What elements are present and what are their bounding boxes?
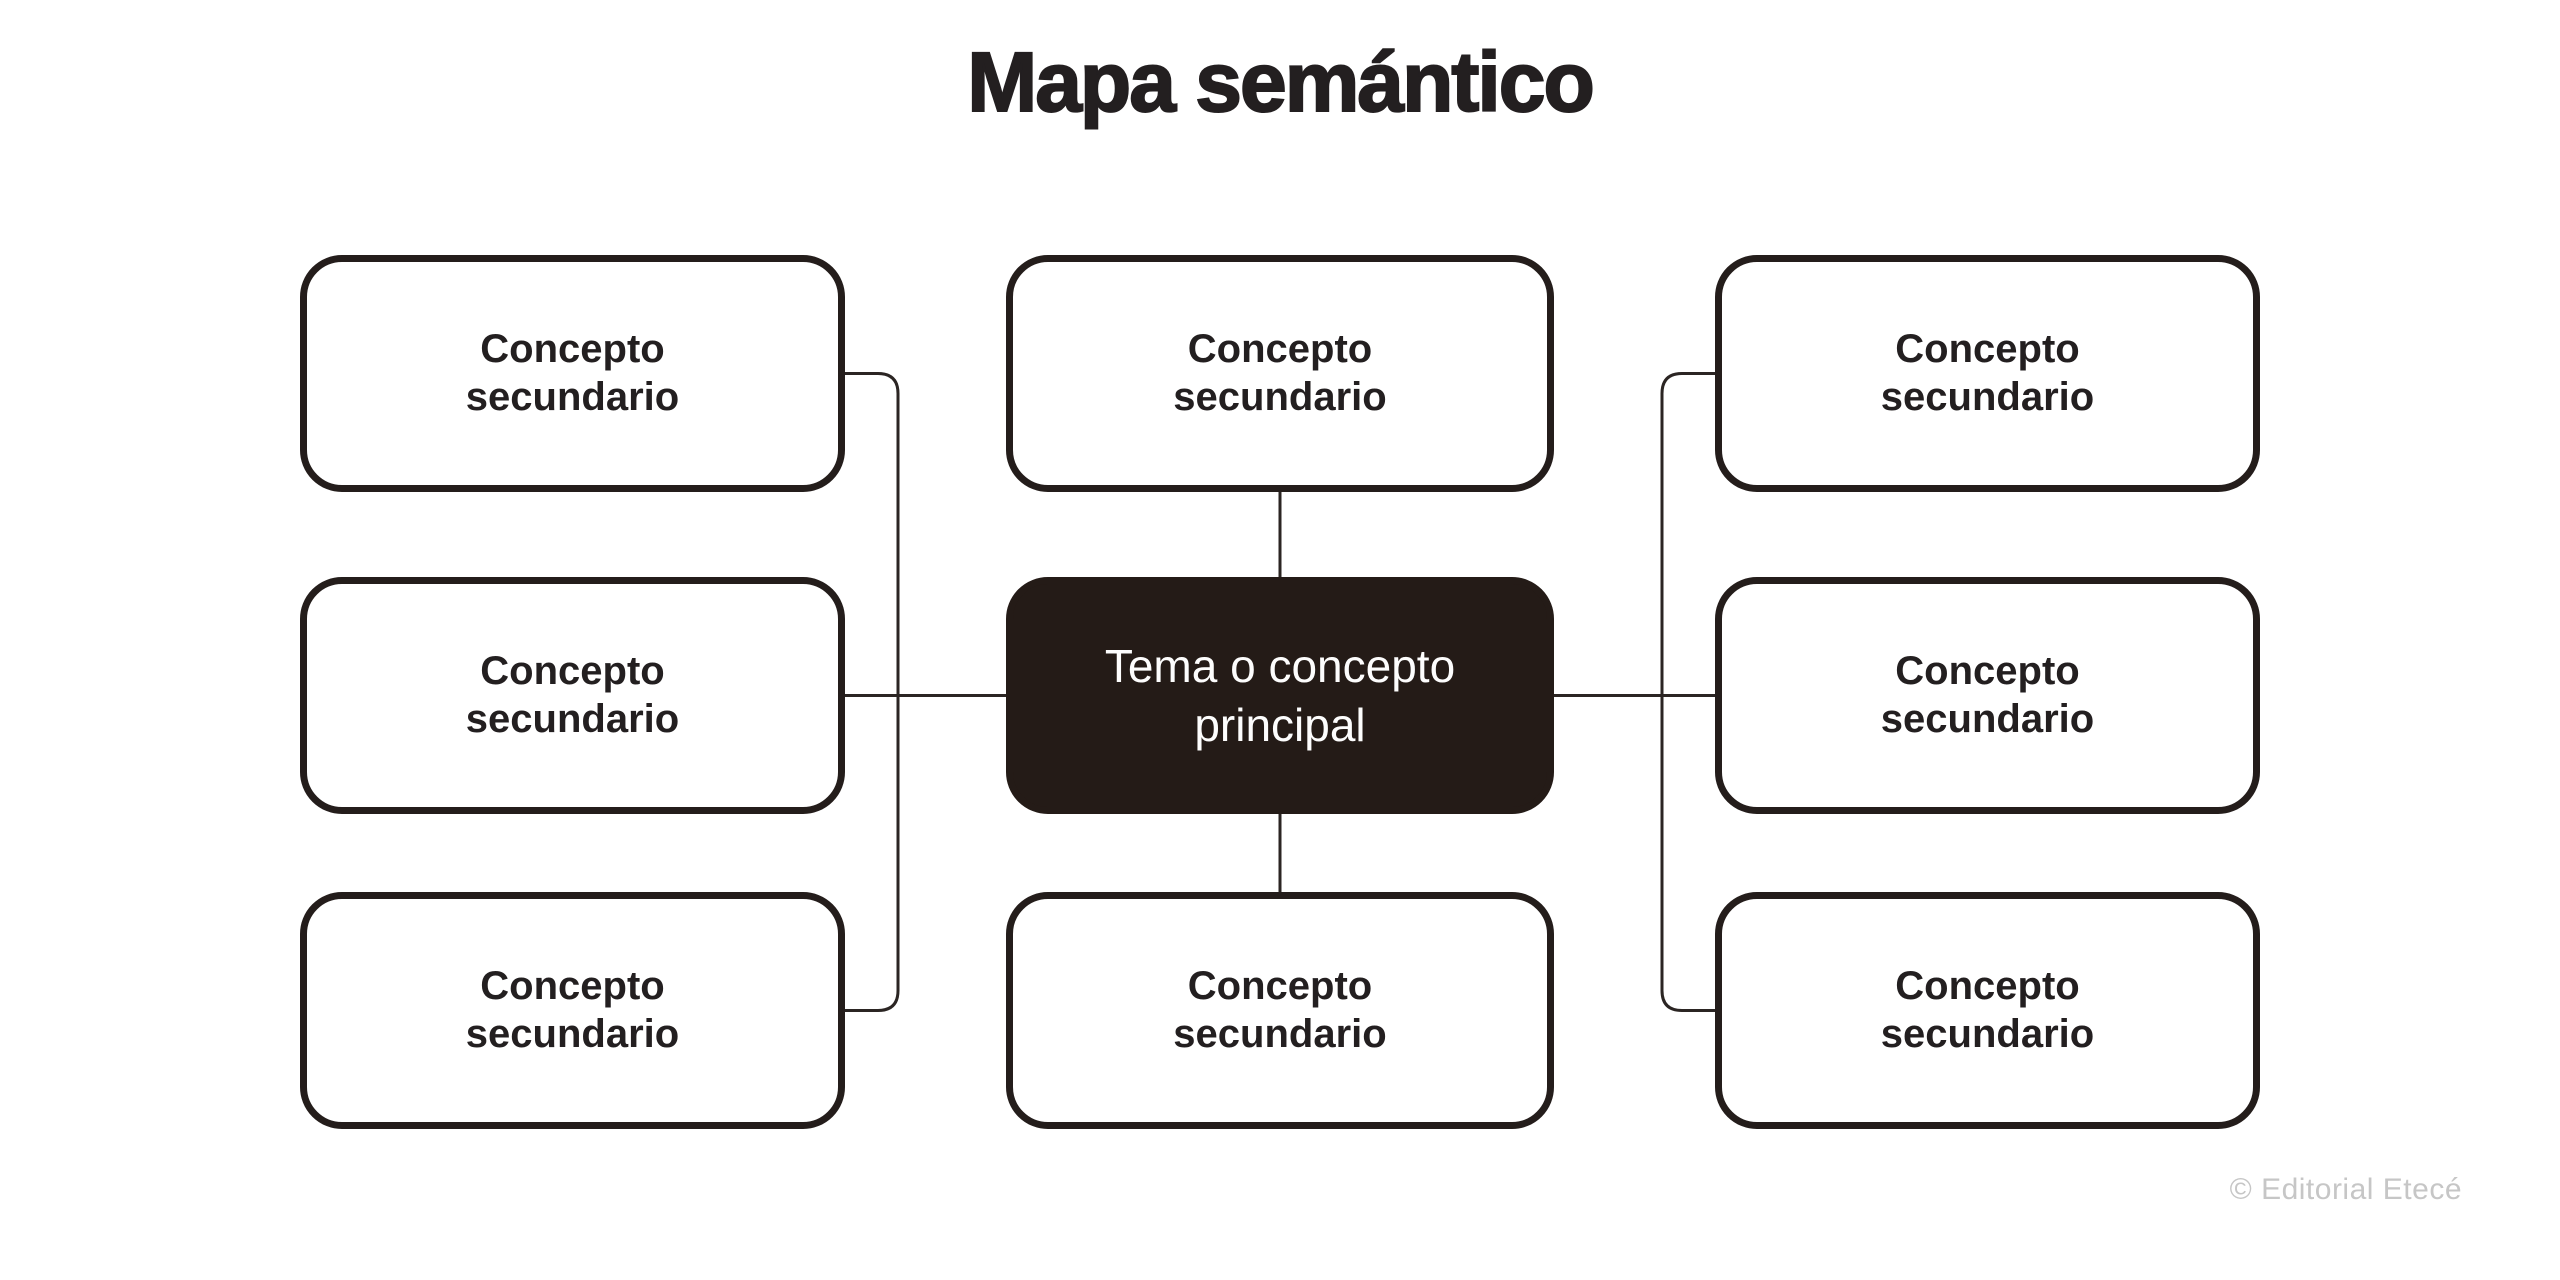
secondary-box-left-top: Concepto secundario xyxy=(300,255,845,492)
secondary-box-label: Concepto secundario xyxy=(1173,327,1387,419)
secondary-box-left-bottom: Concepto secundario xyxy=(300,892,845,1129)
secondary-box-right-middle: Concepto secundario xyxy=(1715,577,2260,814)
main-concept-label: Tema o concepto principal xyxy=(1104,639,1456,751)
secondary-box-left-middle: Concepto secundario xyxy=(300,577,845,814)
secondary-box-right-bottom: Concepto secundario xyxy=(1715,892,2260,1129)
page-title: Mapa semántico xyxy=(966,34,1596,130)
secondary-box-center-bottom: Concepto secundario xyxy=(1006,892,1554,1129)
secondary-box-label: Concepto secundario xyxy=(1880,327,2095,419)
credit-text: © Editorial Etecé xyxy=(2229,1173,2462,1206)
secondary-box-label: Concepto secundario xyxy=(1880,649,2095,741)
secondary-box-label: Concepto secundario xyxy=(465,649,680,741)
main-concept-box: Tema o concepto principal xyxy=(1006,577,1554,814)
secondary-box-center-top: Concepto secundario xyxy=(1006,255,1554,492)
left-bracket-connector xyxy=(845,372,900,1012)
secondary-box-right-top: Concepto secundario xyxy=(1715,255,2260,492)
secondary-box-label: Concepto secundario xyxy=(465,327,680,419)
secondary-box-label: Concepto secundario xyxy=(1173,964,1387,1056)
secondary-box-label: Concepto secundario xyxy=(1880,964,2095,1056)
secondary-box-label: Concepto secundario xyxy=(465,964,680,1056)
right-bracket-connector xyxy=(1660,372,1715,1012)
